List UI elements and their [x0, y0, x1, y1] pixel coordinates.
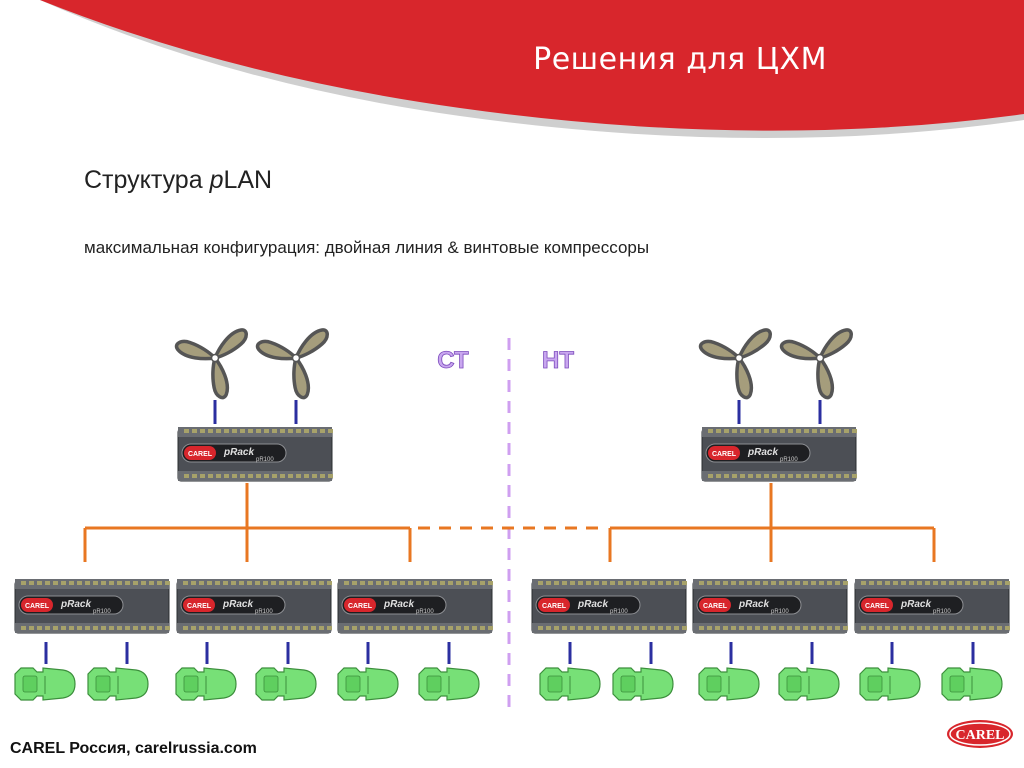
zone-label-2: НТ	[542, 347, 574, 374]
controller-submodel: pR100	[255, 609, 273, 615]
footer-contact: CAREL Россия, carelrussia.com	[10, 740, 257, 757]
screw-compressor-10	[778, 667, 840, 701]
zone-label-1: СТ	[437, 347, 469, 374]
controller-brand: CAREL	[542, 603, 567, 610]
condenser-fan-4	[779, 328, 853, 400]
controller-model: pRack	[747, 447, 778, 458]
screw-compressor-5	[337, 667, 399, 701]
condenser-fan-2	[255, 328, 329, 400]
screw-compressor-9	[698, 667, 760, 701]
screw-compressor-11	[859, 667, 921, 701]
carel-logo-text: CAREL	[955, 728, 1004, 743]
controller-submodel: pR100	[780, 457, 798, 463]
carel-logo: CAREL	[947, 720, 1013, 748]
controller-model: pRack	[738, 599, 769, 610]
controller-brand: CAREL	[712, 451, 737, 458]
controller-brand: CAREL	[865, 603, 890, 610]
controller-model: pRack	[60, 599, 91, 610]
screw-compressor-1	[14, 667, 76, 701]
controller-brand: CAREL	[187, 603, 212, 610]
controller-model: pRack	[222, 599, 253, 610]
screw-compressor-8	[612, 667, 674, 701]
controller-submodel: pR100	[416, 609, 434, 615]
condenser-fan-1	[174, 328, 248, 400]
controller-model: pRack	[223, 447, 254, 458]
controller-submodel: pR100	[93, 609, 111, 615]
controller-submodel: pR100	[610, 609, 628, 615]
controller-model: pRack	[383, 599, 414, 610]
heading-p: p	[209, 166, 224, 194]
controller-brand: CAREL	[348, 603, 373, 610]
controller-submodel: pR100	[256, 457, 274, 463]
screw-compressor-6	[418, 667, 480, 701]
screw-compressor-12	[941, 667, 1003, 701]
condenser-fan-3	[698, 328, 772, 400]
heading-prefix: Структура	[84, 166, 210, 194]
controller-model: pRack	[577, 599, 608, 610]
controller-submodel: pR100	[771, 609, 789, 615]
header-banner	[40, 0, 1024, 139]
controller-brand: CAREL	[703, 603, 728, 610]
controller-submodel: pR100	[933, 609, 951, 615]
screw-compressor-2	[87, 667, 149, 701]
screw-compressor-3	[175, 667, 237, 701]
slide-title: Решения для ЦХМ	[533, 42, 827, 77]
diagram-subheading: максимальная конфигурация: двойная линия…	[84, 238, 650, 257]
screw-compressor-4	[255, 667, 317, 701]
controller-brand: CAREL	[188, 451, 213, 458]
diagram-heading: Структура pLAN	[84, 166, 272, 195]
heading-suffix: LAN	[223, 166, 273, 194]
controller-model: pRack	[900, 599, 931, 610]
screw-compressor-7	[539, 667, 601, 701]
controller-brand: CAREL	[25, 603, 50, 610]
